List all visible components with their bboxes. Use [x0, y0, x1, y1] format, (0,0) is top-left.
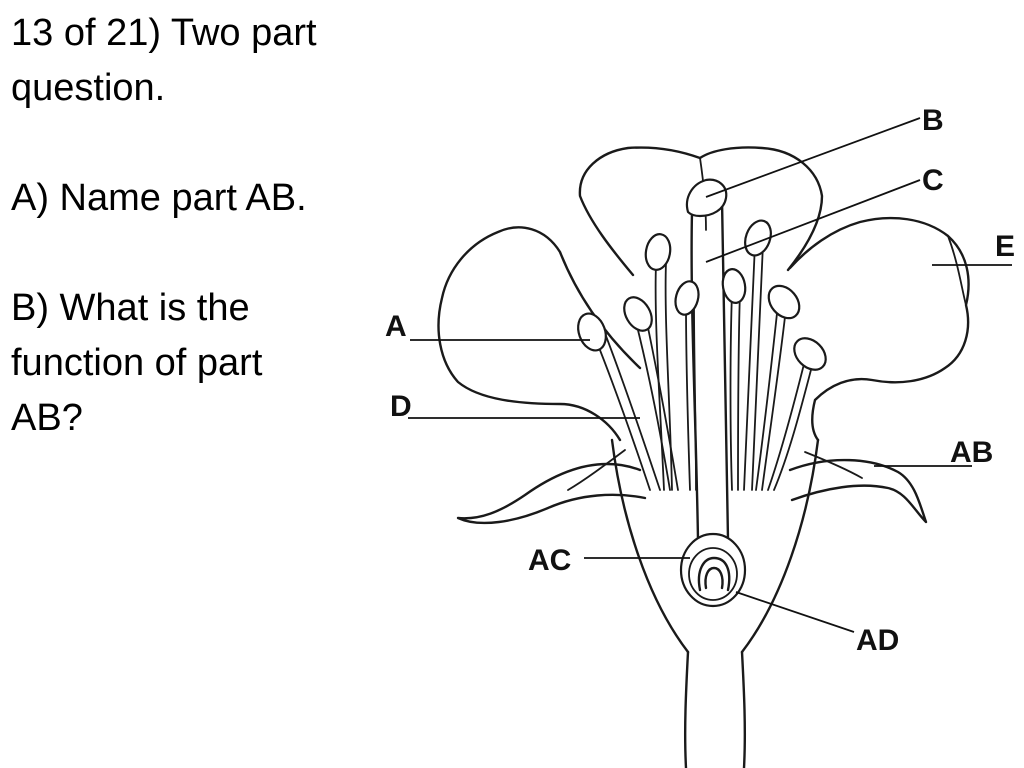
filament-left-1	[595, 339, 651, 491]
filament-right-3	[729, 291, 733, 491]
filament-left-6	[664, 261, 673, 491]
label-a: A	[385, 310, 407, 343]
filament-right-5	[755, 303, 779, 491]
stigma	[685, 178, 728, 218]
filament-right-6	[761, 307, 787, 491]
filament-right-1	[743, 243, 756, 491]
ovary	[679, 532, 747, 608]
ovary-inner	[688, 547, 738, 601]
anther	[721, 268, 747, 304]
label-ad: AD	[856, 624, 899, 657]
question-line-1: 13 of 21) Two part	[11, 12, 317, 54]
anther	[793, 337, 827, 371]
filament-right-8	[773, 365, 813, 491]
petal-right-edge	[947, 235, 967, 306]
question-part-a: A) Name part AB.	[11, 177, 307, 219]
leader-b	[705, 117, 921, 198]
flower-stalk	[683, 650, 747, 768]
question-line-2: question.	[11, 67, 166, 109]
petal-left	[437, 226, 642, 442]
label-ac: AC	[528, 544, 571, 577]
leader-c	[705, 179, 921, 263]
sepal-right	[788, 458, 928, 524]
question-part-b-line-2: function of part	[11, 342, 263, 384]
filament-right-7	[767, 359, 806, 491]
receptacle	[610, 438, 820, 654]
label-b: B	[922, 104, 944, 137]
anther	[577, 312, 607, 352]
anther	[767, 284, 801, 320]
filament-left-4	[645, 317, 679, 491]
label-c: C	[922, 164, 944, 197]
filament-left-7	[685, 303, 691, 491]
filament-left-5	[654, 263, 665, 491]
anther	[623, 296, 653, 332]
anther	[644, 233, 672, 271]
filament-right-2	[751, 243, 764, 491]
anther	[744, 219, 772, 257]
question-part-b-line-1: B) What is the	[11, 287, 250, 329]
leader-ad	[735, 591, 855, 633]
question-part-b-line-3: AB?	[11, 397, 83, 439]
sepal-left-inner	[567, 449, 626, 491]
sepal-left	[456, 462, 647, 525]
label-e: E	[995, 230, 1015, 263]
question-text: 13 of 21) Two part question. A) Name par…	[11, 6, 391, 446]
style	[690, 198, 730, 542]
sepal-right-inner	[804, 451, 863, 479]
petal-right	[788, 216, 970, 442]
label-d: D	[390, 390, 412, 423]
label-ab: AB	[950, 436, 993, 469]
ovule	[697, 556, 731, 592]
anther	[674, 280, 700, 316]
filament-left-3	[635, 321, 671, 491]
filament-right-4	[737, 291, 741, 491]
filament-left-2	[605, 335, 661, 491]
